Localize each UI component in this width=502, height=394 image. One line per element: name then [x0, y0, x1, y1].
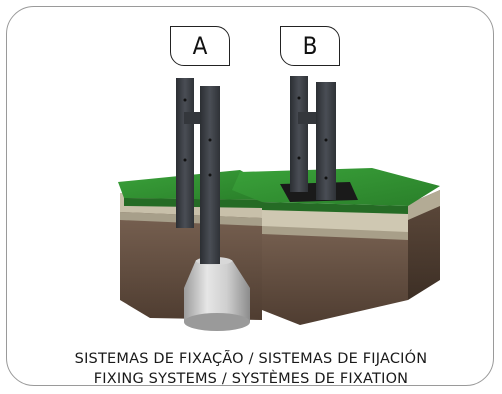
concrete-footing-a	[184, 257, 250, 331]
ground-block-b	[232, 168, 440, 325]
posts-a	[176, 78, 220, 264]
label-b: B	[280, 26, 340, 66]
caption-line-2: FIXING SYSTEMS / SYSTÈMES DE FIXATION	[93, 371, 409, 387]
label-a: A	[170, 26, 230, 66]
caption-line-1: SISTEMAS DE FIXAÇÃO / SISTEMAS DE FIJACI…	[74, 351, 428, 367]
posts-b	[290, 76, 336, 200]
